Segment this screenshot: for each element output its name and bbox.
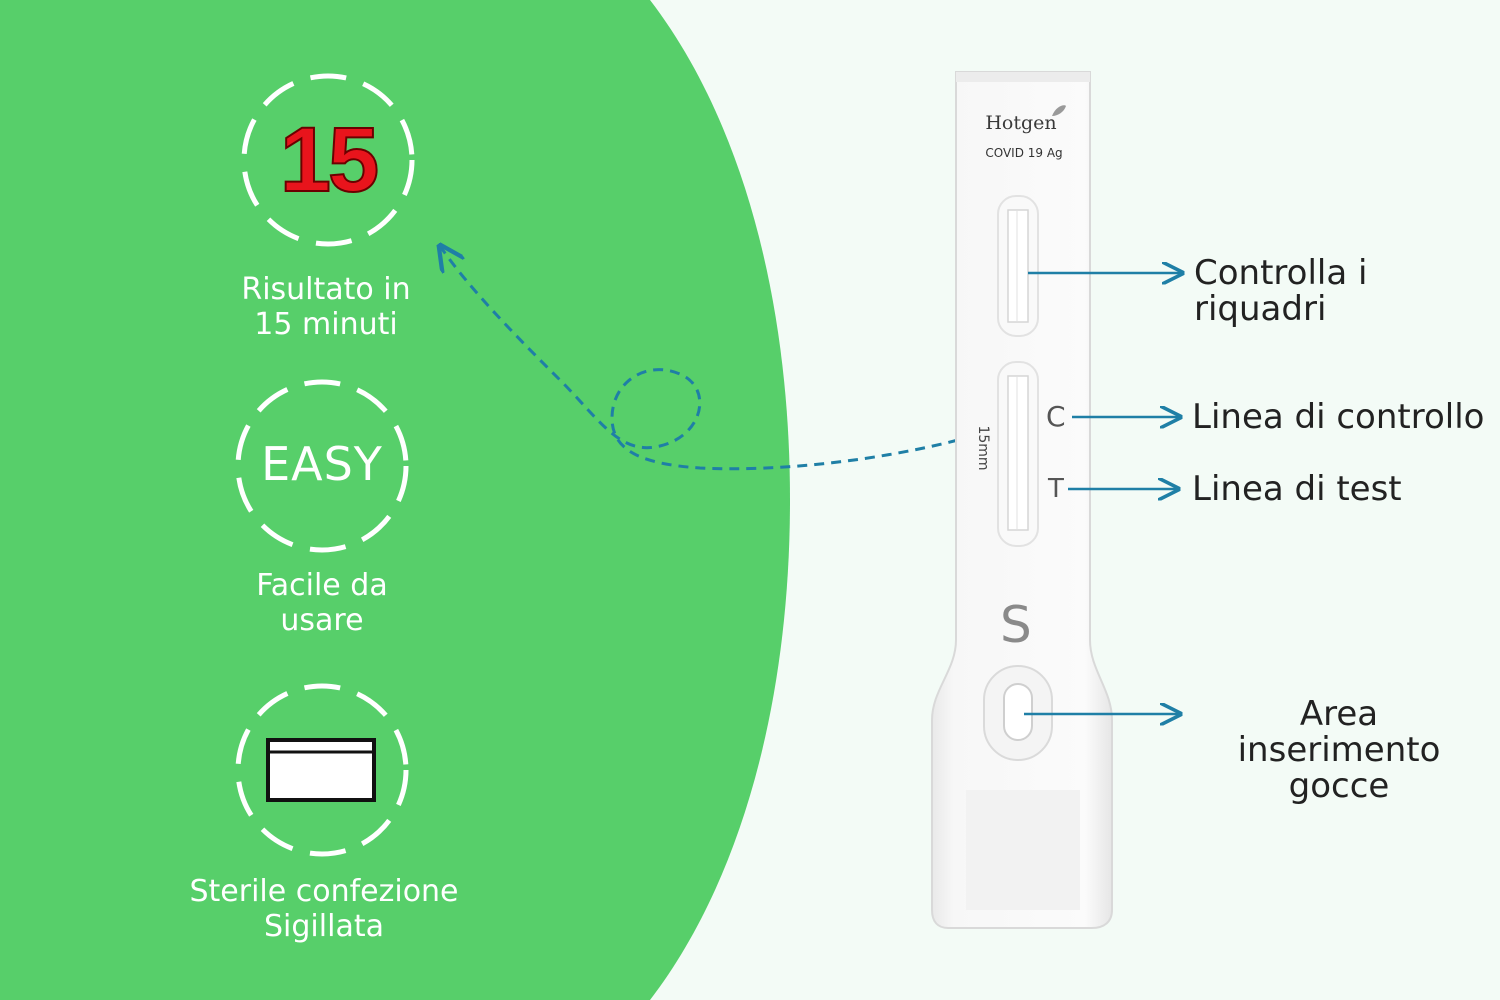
feature-caption-line: Sterile confezione (189, 874, 459, 909)
feature-caption-line: Sigillata (264, 909, 384, 944)
strip-top-edge (956, 72, 1090, 82)
feature-caption-time: Risultato in 15 minuti (156, 272, 496, 342)
feature-caption-easy: Facile da usare (152, 568, 492, 638)
callout-sample-area: Area inserimento gocce (1194, 696, 1484, 804)
callout-line: gocce (1288, 766, 1390, 806)
feature-caption-line: usare (280, 603, 364, 638)
dashed-connector (440, 246, 959, 471)
feature-caption-line: Facile da (256, 568, 388, 603)
callout-windows: Controlla i riquadri (1194, 253, 1368, 329)
badge-ring-timer (241, 73, 415, 247)
sample-letter: S (1000, 596, 1032, 654)
window-length-label: 15mm (975, 425, 991, 471)
strip-brand: Hotgen (985, 112, 1057, 134)
callout-control-line: Linea di controllo (1192, 397, 1485, 437)
feature-caption-line: Risultato in (241, 272, 411, 307)
sealed-package-icon (266, 738, 376, 802)
brand-leaf-icon (1052, 105, 1066, 116)
control-letter: C (1046, 400, 1066, 433)
badge-ring-easy (235, 379, 409, 553)
callout-test-line: Linea di test (1192, 469, 1402, 509)
badge-ring-package (235, 683, 409, 857)
callout-line: Area inserimento (1237, 694, 1441, 770)
green-panel (0, 0, 790, 1000)
easy-badge: EASY (261, 437, 383, 491)
feature-caption-sterile: Sterile confezione Sigillata (122, 874, 526, 944)
feature-caption-line: 15 minuti (254, 307, 398, 342)
strip-model: COVID 19 Ag (985, 146, 1063, 160)
test-letter: T (1048, 474, 1064, 504)
timer-15-badge: 15 (279, 108, 380, 212)
handle-shade (966, 790, 1080, 910)
